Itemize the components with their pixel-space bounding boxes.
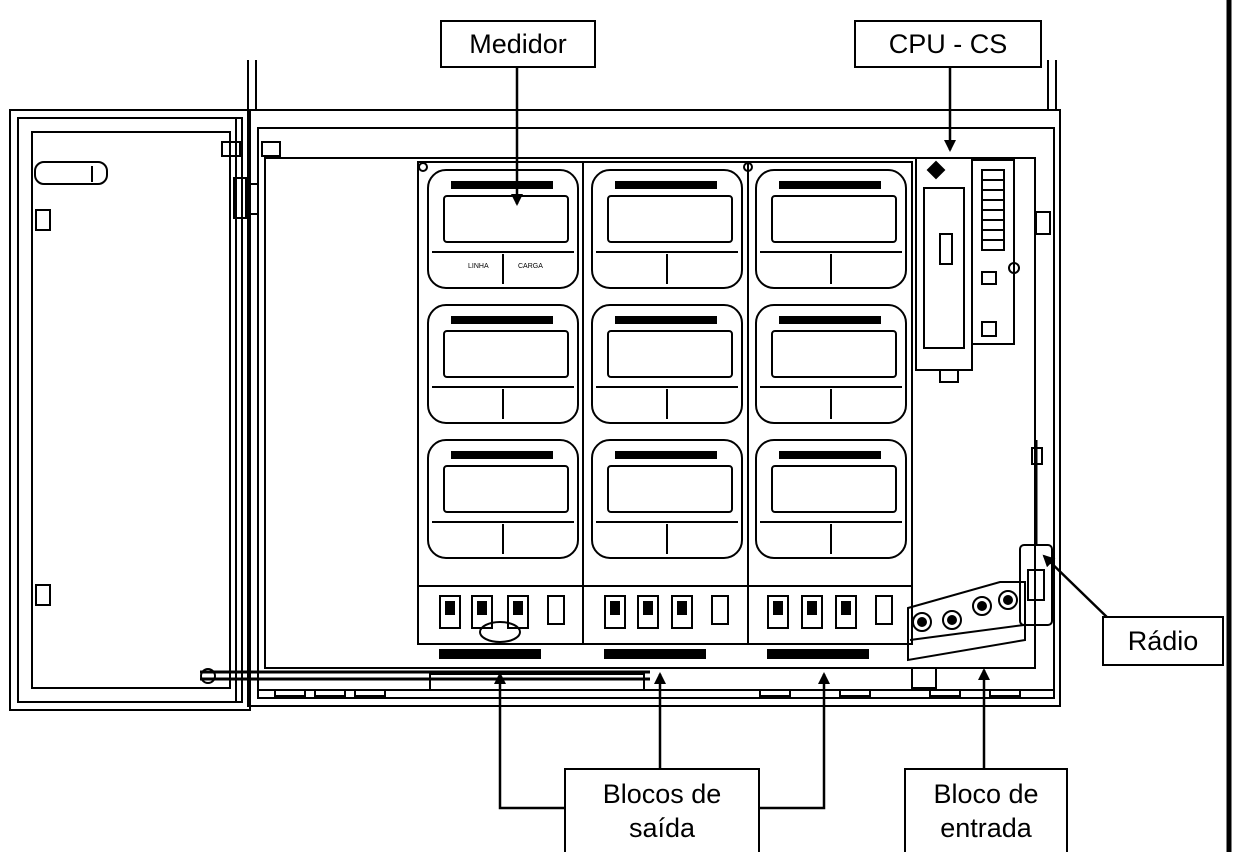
blocos-saida-label-line2: saída	[628, 813, 696, 843]
blocos-saida-callout: Blocos de saída	[564, 768, 760, 852]
cabinet-door	[9, 109, 650, 711]
input-block	[907, 581, 1026, 662]
meter-r1c3	[755, 169, 907, 289]
bloco-entrada-label-line2: entrada	[940, 813, 1032, 843]
bloco-entrada-callout: Bloco de entrada	[904, 768, 1068, 852]
cpu-callout: CPU - CS	[854, 20, 1042, 68]
medidor-callout: Medidor	[440, 20, 596, 68]
meter-r3c2	[591, 439, 743, 559]
leader-lines	[494, 66, 1113, 810]
svg-text:CARGA: CARGA	[518, 263, 543, 270]
cpu-module	[915, 157, 1020, 383]
meter-r2c2	[591, 304, 743, 424]
svg-text:LINHA: LINHA	[468, 263, 489, 270]
bloco-entrada-label-line1: Bloco de	[933, 779, 1039, 809]
cpu-label: CPU - CS	[888, 29, 1008, 59]
output-blocks	[417, 585, 913, 659]
meter-r1c1: LINHA CARGA	[427, 169, 579, 289]
meter-r2c1	[427, 304, 579, 424]
meter-r1c2	[591, 169, 743, 289]
saida-right-arrow	[758, 672, 830, 810]
cabinet-body	[221, 60, 1061, 707]
meter-r2c3	[755, 304, 907, 424]
saida-left-arrow	[494, 672, 566, 810]
meter-r3c3	[755, 439, 907, 559]
medidor-label: Medidor	[469, 29, 567, 59]
radio-module	[1019, 544, 1053, 626]
radio-label: Rádio	[1127, 626, 1199, 656]
radio-callout: Rádio	[1102, 616, 1224, 666]
radio-arrow	[1042, 554, 1113, 623]
blocos-saida-label-line1: Blocos de	[602, 779, 722, 809]
meter-r3c1	[427, 439, 579, 559]
